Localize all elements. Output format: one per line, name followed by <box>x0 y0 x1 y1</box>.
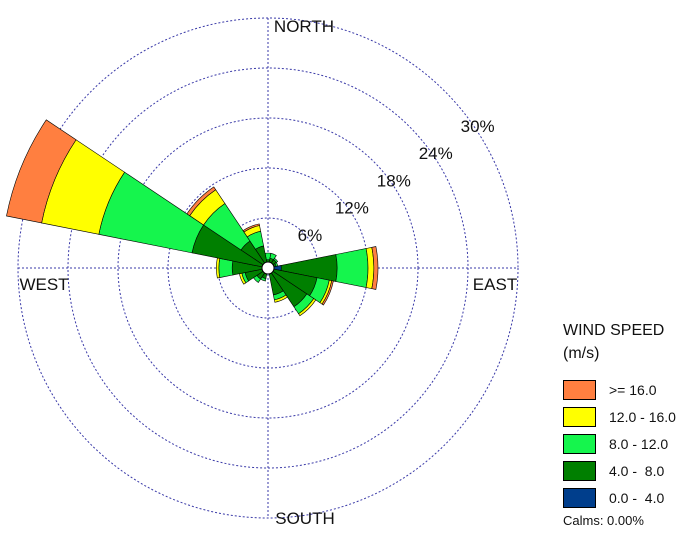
north-label: NORTH <box>274 17 334 36</box>
legend-item: 0.0 - 4.0 <box>563 485 687 511</box>
petal-WNW-bin-4 <box>6 119 77 224</box>
ring-label: 24% <box>419 144 453 163</box>
legend-title: WIND SPEED (m/s) <box>563 322 665 362</box>
south-label: SOUTH <box>275 509 335 528</box>
legend-label: 8.0 - 12.0 <box>609 436 669 452</box>
legend-item: 12.0 - 16.0 <box>563 404 687 430</box>
legend-swatch <box>563 461 596 481</box>
ring-label: 30% <box>461 117 495 136</box>
legend-item: 4.0 - 8.0 <box>563 458 687 484</box>
calm-center-circle <box>261 261 275 275</box>
legend-swatch <box>563 407 596 427</box>
petal-SSE-bin-3 <box>273 294 288 303</box>
rose-petals <box>6 119 379 317</box>
legend-label: 12.0 - 16.0 <box>609 409 676 425</box>
petal-NW-bin-4 <box>186 186 217 217</box>
petal-E-bin-4 <box>371 246 379 290</box>
legend-swatch <box>563 434 596 454</box>
ring-label: 18% <box>377 171 411 190</box>
legend-swatch <box>563 488 596 508</box>
legend-label: >= 16.0 <box>609 382 657 398</box>
west-label: WEST <box>19 275 68 294</box>
legend-items: >= 16.0 12.0 - 16.0 8.0 - 12.0 4.0 - 8.0 0.0… <box>563 377 687 511</box>
east-label: EAST <box>473 275 517 294</box>
legend-item: >= 16.0 <box>563 377 687 403</box>
legend-swatch <box>563 380 596 400</box>
legend-label: 4.0 - 8.0 <box>609 463 665 479</box>
petal-W-bin-2 <box>218 258 234 278</box>
ring-label: 12% <box>335 199 369 218</box>
petal-ESE-bin-4 <box>321 280 334 306</box>
ring-label: 6% <box>298 226 323 245</box>
legend-label: 0.0 - 4.0 <box>609 490 665 506</box>
legend-item: 8.0 - 12.0 <box>563 431 687 457</box>
calms-text: Calms: 0.00% <box>563 513 644 528</box>
petal-NNW-bin-4 <box>242 223 260 233</box>
legend: WIND SPEED (m/s) >= 16.0 12.0 - 16.0 8.0 -… <box>563 319 687 528</box>
petal-NNE-bin-2 <box>269 252 277 261</box>
petal-NE-bin-2 <box>273 257 279 263</box>
petal-E-bin-2 <box>335 248 369 288</box>
ring-labels: 6% 12% 18% 24% 30% <box>298 117 495 245</box>
petal-SE-bin-3 <box>298 298 317 317</box>
